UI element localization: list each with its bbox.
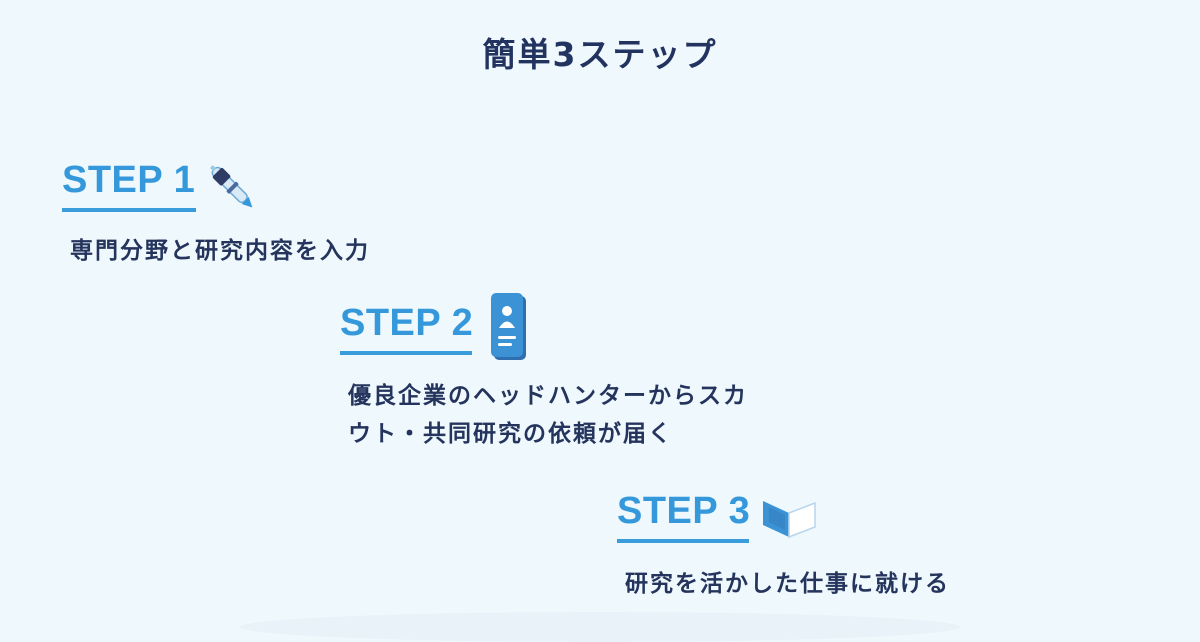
- step-3-description-line: 研究を活かした仕事に就ける: [625, 571, 950, 597]
- pen-icon: [198, 156, 260, 224]
- step-1-description-line: 専門分野と研究内容を入力: [70, 238, 370, 264]
- step-1-underline: [62, 208, 196, 212]
- step-2-label: STEP 2: [340, 302, 474, 344]
- step-1-label: STEP 1: [62, 159, 196, 201]
- laptop-icon: [761, 495, 819, 543]
- step-2-description-line: ウト・共同研究の依頼が届く: [348, 421, 673, 447]
- profile-card-icon: [488, 293, 530, 371]
- step-3-description: 研究を活かした仕事に就ける: [625, 565, 950, 603]
- bottom-shadow: [240, 612, 960, 642]
- step-2-description-line: 優良企業のヘッドハンターからスカ: [348, 383, 748, 409]
- page-title: 簡単3ステップ: [482, 35, 718, 74]
- step-3-underline: [617, 539, 749, 543]
- step-2-description: 優良企業のヘッドハンターからスカ ウト・共同研究の依頼が届く: [348, 377, 748, 453]
- step-1-description: 専門分野と研究内容を入力: [70, 232, 370, 270]
- step-2-underline: [340, 351, 472, 355]
- step-3-label: STEP 3: [617, 490, 751, 532]
